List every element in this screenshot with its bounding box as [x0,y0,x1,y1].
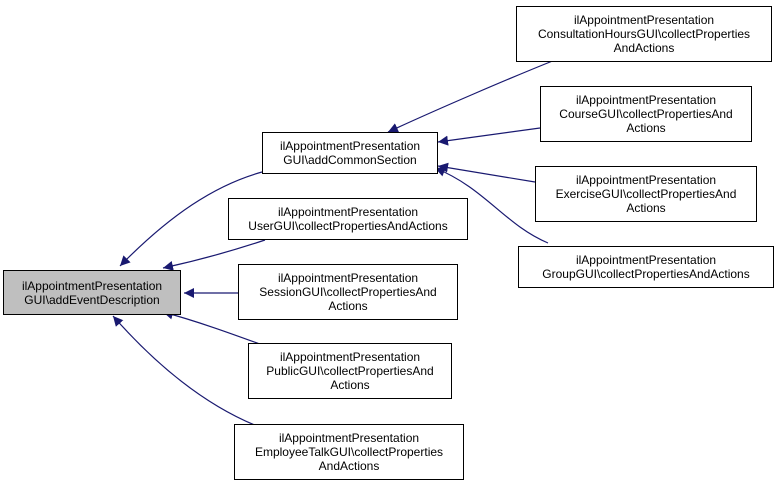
node-group-gui[interactable]: ilAppointmentPresentation GroupGUI\colle… [518,246,774,288]
node-label-line: Actions [330,378,370,392]
node-label-line: Actions [626,121,666,135]
node-label-line: GroupGUI\collectPropertiesAndActions [542,267,750,281]
node-label-line: AndActions [318,459,380,473]
node-session-gui[interactable]: ilAppointmentPresentation SessionGUI\col… [238,264,458,320]
node-label-line: ilAppointmentPresentation [575,173,717,187]
edge-user-gui-to-root [162,239,266,271]
node-label-line: GUI\addEventDescription [24,292,160,307]
node-add-event-description: ilAppointmentPresentation GUI\addEventDe… [3,270,181,315]
node-label-line: ilAppointmentPresentation [21,278,163,293]
node-label-line: Actions [626,201,666,215]
node-label-line: UserGUI\collectPropertiesAndActions [248,219,448,233]
node-label-line: PublicGUI\collectPropertiesAnd [266,364,434,378]
node-employee-talk-gui[interactable]: ilAppointmentPresentation EmployeeTalkGU… [234,424,464,480]
edge-employee-talk-gui-to-root [112,315,263,429]
edge-group-gui-to-common-section [434,167,549,244]
node-label-line: CourseGUI\collectPropertiesAnd [559,107,733,121]
edge-course-gui-to-common-section [437,127,541,146]
node-label-line: ilAppointmentPresentation [575,93,717,107]
node-label-line: EmployeeTalkGUI\collectProperties [254,445,444,459]
node-add-common-section[interactable]: ilAppointmentPresentation GUI\addCommonS… [262,132,438,174]
node-label-line: GUI\addCommonSection [283,153,417,167]
node-label-line: ilAppointmentPresentation [573,13,715,27]
edge-exercise-gui-to-common-section [437,162,536,183]
node-label-line: ExerciseGUI\collectPropertiesAnd [555,187,737,201]
node-label-line: ConsultationHoursGUI\collectProperties [537,27,751,41]
node-label-line: Actions [328,299,368,313]
node-public-gui[interactable]: ilAppointmentPresentation PublicGUI\coll… [248,343,452,399]
node-label-line: SessionGUI\collectPropertiesAnd [259,285,437,299]
node-label-line: ilAppointmentPresentation [279,139,421,153]
node-label-line: ilAppointmentPresentation [277,271,419,285]
edge-consultation-hours-gui-to-common-section [387,59,556,133]
node-exercise-gui[interactable]: ilAppointmentPresentation ExerciseGUI\co… [535,166,757,222]
node-course-gui[interactable]: ilAppointmentPresentation CourseGUI\coll… [540,86,752,142]
edge-common-section-to-root [119,171,263,267]
node-label-line: ilAppointmentPresentation [278,431,420,445]
node-user-gui[interactable]: ilAppointmentPresentation UserGUI\collec… [228,198,468,240]
node-label-line: ilAppointmentPresentation [277,205,419,219]
node-label-line: ilAppointmentPresentation [279,350,421,364]
node-label-line: ilAppointmentPresentation [575,253,717,267]
node-consultation-hours-gui[interactable]: ilAppointmentPresentation ConsultationHo… [516,6,772,62]
node-label-line: AndActions [613,41,675,55]
